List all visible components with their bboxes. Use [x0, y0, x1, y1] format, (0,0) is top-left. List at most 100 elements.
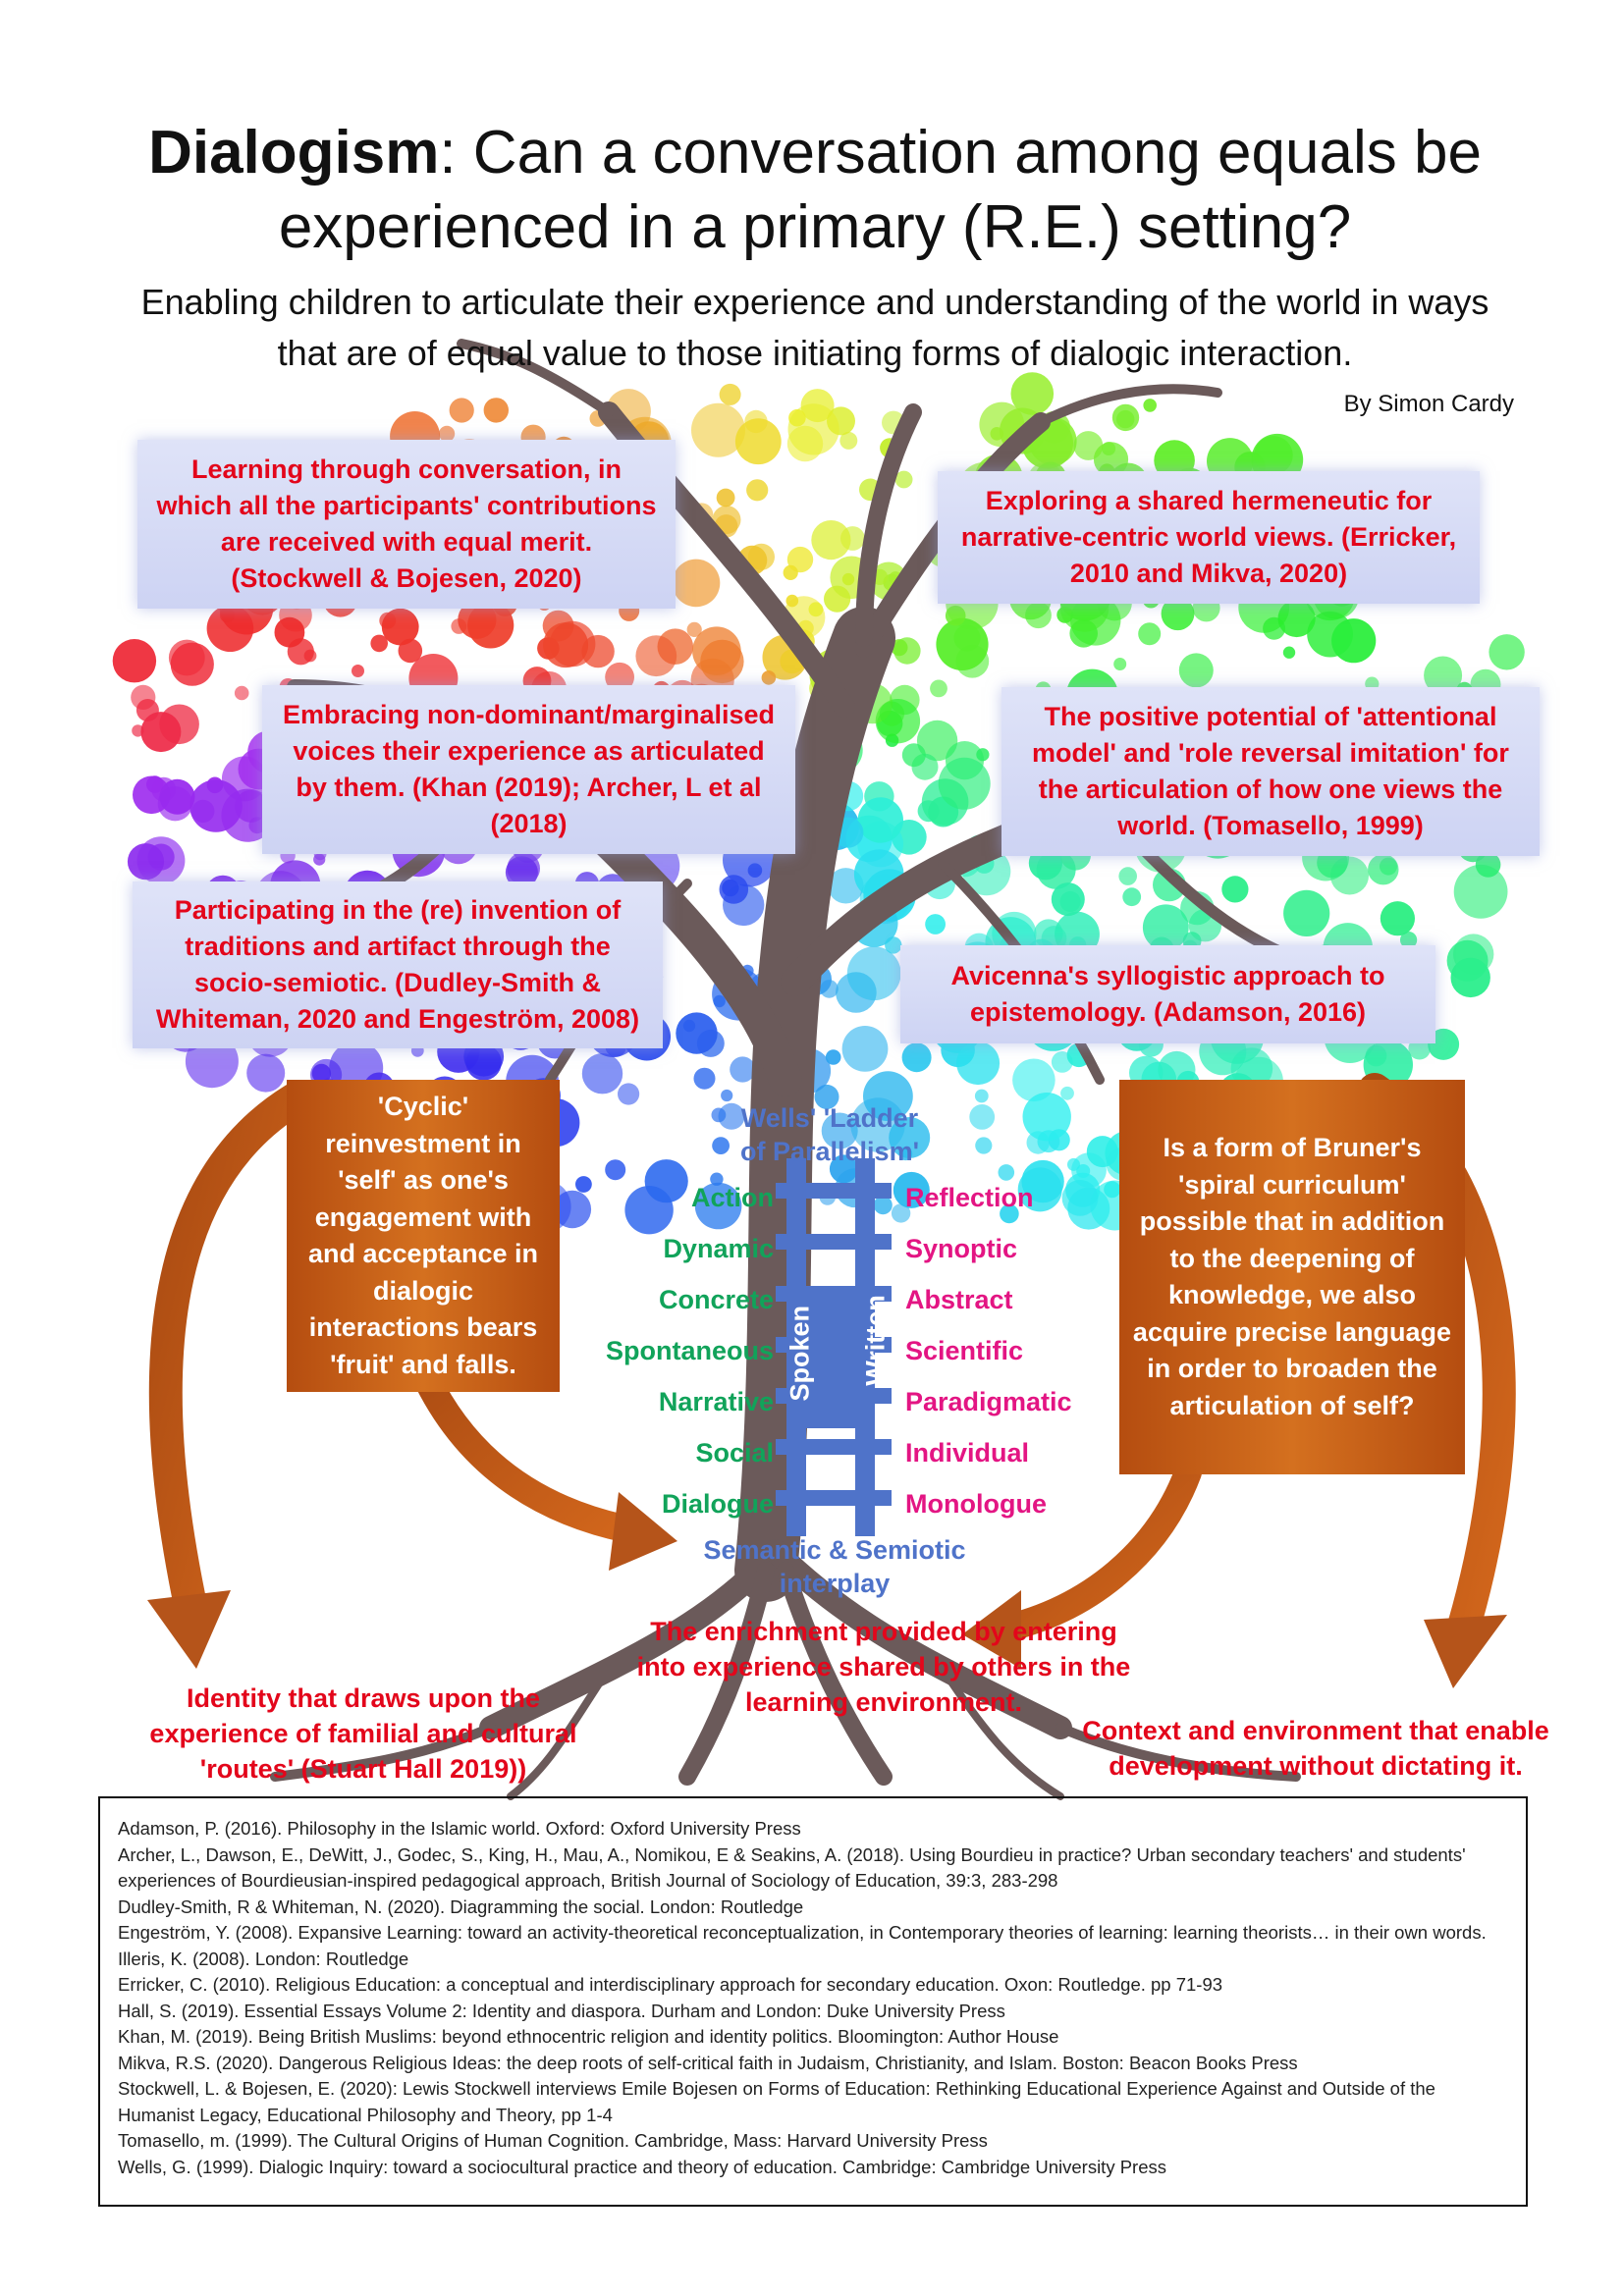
foliage-dot — [808, 602, 824, 617]
foliage-dot — [891, 1203, 911, 1223]
foliage-dot — [370, 634, 389, 653]
foliage-dot — [841, 1026, 889, 1072]
foliage-dot — [605, 662, 634, 692]
box-attentional-model-text: The positive potential of 'attentional m… — [1032, 702, 1509, 840]
subtitle: Enabling children to articulate their ex… — [140, 282, 1489, 373]
box-attentional-model: The positive potential of 'attentional m… — [1001, 687, 1540, 856]
ladder — [776, 1158, 892, 1536]
foliage-dot — [1489, 634, 1525, 670]
foliage-dot — [1122, 887, 1142, 907]
foliage-dot — [975, 1137, 993, 1154]
foliage-dot — [719, 383, 741, 405]
foliage-dot — [686, 621, 702, 638]
box-shared-hermeneutic: Exploring a shared hermeneutic for narra… — [938, 471, 1480, 604]
foliage-dot — [635, 635, 677, 677]
foliage-dot — [1221, 876, 1249, 903]
foliage-dot — [938, 757, 991, 810]
foliage-dot — [716, 488, 735, 507]
foliage-dot — [901, 743, 926, 768]
foliage-dot — [718, 1102, 745, 1130]
foliage-dot — [974, 1089, 989, 1103]
foliage-dot — [1086, 1136, 1118, 1168]
text-identity: Identity that draws upon the experience … — [149, 1683, 577, 1784]
foliage-dot — [644, 1159, 688, 1203]
text-enrichment: The enrichment provided by entering into… — [636, 1617, 1131, 1717]
foliage-dot — [841, 572, 855, 586]
foliage-dot — [930, 679, 947, 698]
foliage-dot — [1424, 656, 1463, 695]
foliage-dot — [846, 946, 901, 1001]
reference-item: Hall, S. (2019). Essential Essays Volume… — [118, 2000, 1005, 2021]
foliage-dot — [893, 1171, 930, 1208]
reference-item: Adamson, P. (2016). Philosophy in the Is… — [118, 1818, 801, 1839]
foliage-dot — [381, 608, 419, 646]
foliage-dot — [170, 642, 214, 686]
box-spiral-curriculum-text: Is a form of Bruner's 'spiral curriculum… — [1132, 1133, 1452, 1420]
foliage-dot — [694, 1182, 742, 1230]
foliage-dot — [691, 402, 745, 457]
foliage-dot — [1104, 1181, 1121, 1199]
foliage-dot — [1022, 1093, 1071, 1142]
foliage-dot — [901, 1042, 932, 1073]
foliage-dot — [821, 1112, 858, 1149]
ladder-left-action: Action — [691, 1183, 774, 1212]
foliage-dot — [730, 1056, 756, 1083]
foliage-dot — [746, 479, 769, 502]
ladder-left-narrative: Narrative — [658, 1387, 774, 1416]
foliage-dot — [352, 665, 364, 677]
foliage-dot — [246, 1053, 286, 1093]
foliage-dot — [825, 1049, 841, 1065]
foliage-dot — [140, 712, 182, 753]
foliage-dot — [1282, 646, 1296, 659]
title-bold: Dialogism — [148, 119, 440, 187]
foliage-dot — [1102, 442, 1116, 455]
foliage-dot — [719, 875, 749, 904]
foliage-dot — [885, 936, 902, 954]
reference-item: Stockwell, L. & Bojesen, E. (2020): Lewi… — [118, 2078, 1435, 2125]
foliage-dot — [873, 1196, 893, 1215]
box-avicenna-text: Avicenna's syllogistic approach to epist… — [950, 961, 1385, 1027]
ladder-title: Wells' 'Ladder of Parallelism' — [740, 1103, 919, 1166]
ladder-right-synoptic: Synoptic — [905, 1234, 1018, 1263]
reference-item: Mikva, R.S. (2020). Dangerous Religious … — [118, 2052, 1298, 2073]
foliage-dot — [303, 649, 317, 663]
byline: By Simon Cardy — [1343, 391, 1514, 417]
foliage-dot — [1380, 901, 1415, 936]
box-spiral-curriculum: Is a form of Bruner's 'spiral curriculum… — [1119, 1080, 1465, 1474]
foliage-dot — [1060, 1086, 1074, 1100]
foliage-dot — [1254, 436, 1293, 475]
reference-item: Khan, M. (2019). Being British Muslims: … — [118, 2026, 1059, 2047]
ladder-right-reflection: Reflection — [905, 1183, 1034, 1212]
foliage-dot — [721, 1089, 733, 1102]
box-marginalised-voices-text: Embracing non-dominant/marginalised voic… — [282, 700, 776, 838]
foliage-dot — [449, 398, 474, 423]
ladder-left-social: Social — [695, 1438, 774, 1468]
ladder-right-monologue: Monologue — [905, 1489, 1047, 1519]
foliage-dot — [136, 836, 186, 885]
foliage-dot — [889, 1117, 931, 1158]
foliage-dot — [925, 914, 946, 934]
foliage-dot — [234, 685, 249, 701]
foliage-dot — [956, 1041, 1001, 1086]
foliage-dot — [1143, 399, 1157, 412]
ladder-written-label: Written — [860, 1295, 891, 1386]
box-avicenna: Avicenna's syllogistic approach to epist… — [900, 945, 1435, 1043]
foliage-dot — [672, 559, 721, 608]
foliage-dot — [829, 1154, 858, 1184]
foliage-dot — [189, 779, 243, 832]
box-socio-semiotic-text: Participating in the (re) invention of t… — [155, 895, 640, 1034]
foliage-dot — [1138, 622, 1162, 646]
foliage-dot — [710, 1172, 724, 1186]
foliage-dot — [112, 639, 157, 683]
foliage-dot — [206, 605, 254, 652]
foliage-dot — [700, 639, 744, 684]
foliage-dot — [1453, 864, 1508, 919]
foliage-dot — [712, 1137, 730, 1154]
text-context: Context and environment that enable deve… — [1082, 1716, 1549, 1781]
foliage-dot — [1061, 1180, 1099, 1216]
foliage-dot — [787, 403, 839, 455]
foliage-dot — [439, 425, 456, 442]
page-title: Dialogism: Can a conversation among equa… — [79, 116, 1551, 265]
foliage-dot — [916, 720, 958, 762]
foliage-dot — [235, 789, 268, 823]
